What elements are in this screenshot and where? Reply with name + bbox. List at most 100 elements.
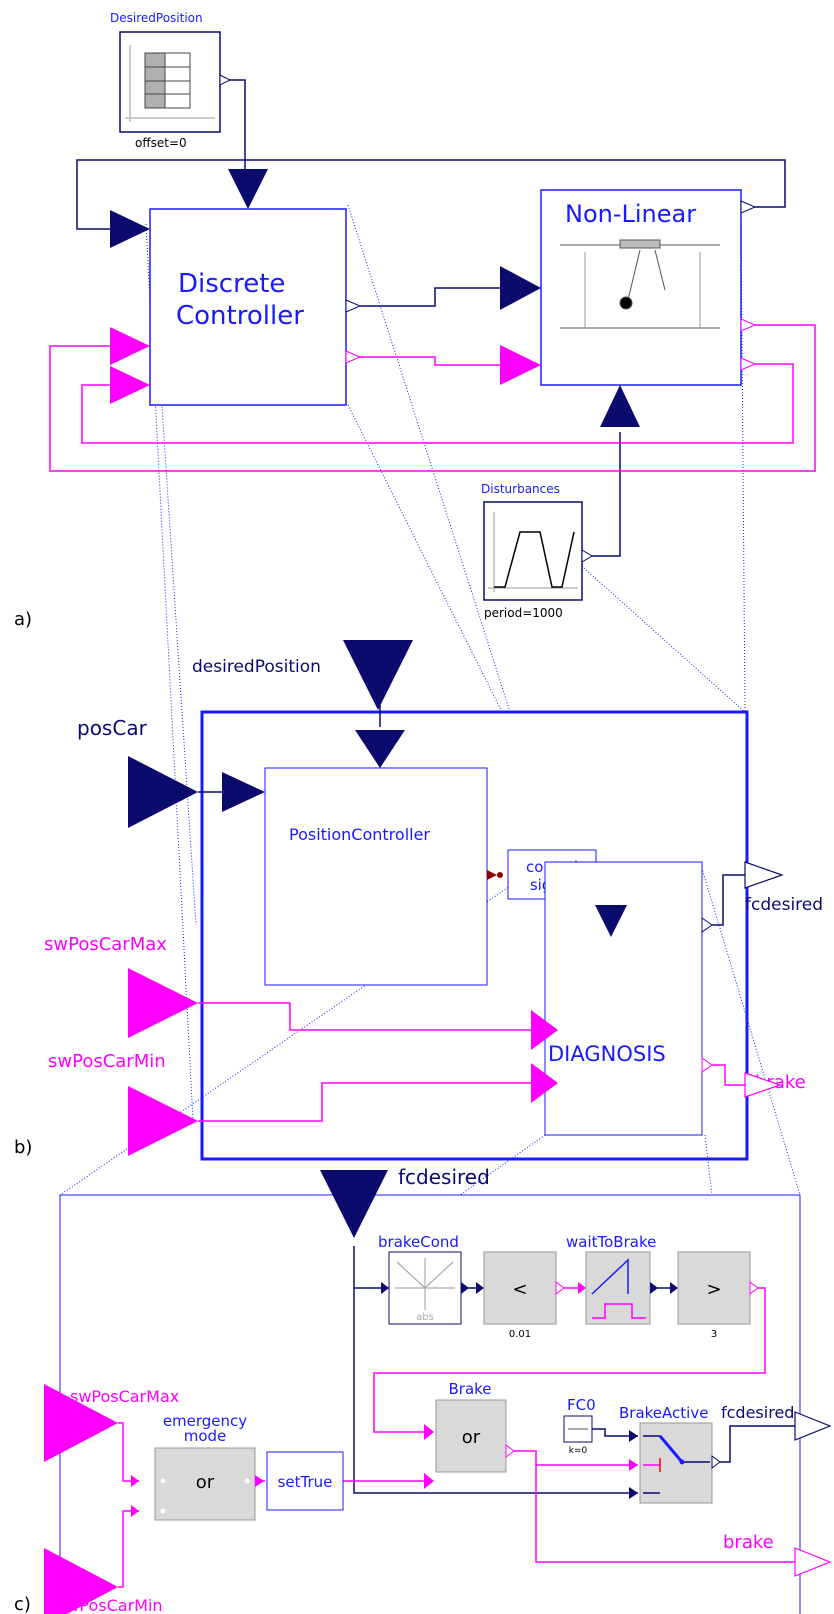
brake-active-title: BrakeActive xyxy=(619,1404,708,1422)
less-block[interactable] xyxy=(483,1251,557,1325)
greater-symbol: > xyxy=(706,1279,721,1300)
diagnosis-sw-max-port[interactable] xyxy=(531,1010,558,1050)
brake-or-input2-port[interactable] xyxy=(424,1473,434,1489)
non-linear-block[interactable] xyxy=(540,189,742,386)
brake-or-output-port[interactable] xyxy=(505,1444,515,1458)
desired-position-title: DesiredPosition xyxy=(110,11,203,25)
greater-output-port[interactable] xyxy=(749,1281,759,1295)
greater-input-port[interactable] xyxy=(670,1282,678,1294)
wait-to-brake-input-port[interactable] xyxy=(578,1282,586,1294)
less-param: 0.01 xyxy=(509,1329,531,1340)
fc-input-label: fcdesired xyxy=(398,1165,490,1189)
set-true-label: setTrue xyxy=(278,1473,333,1491)
brake-or-input1-port[interactable] xyxy=(424,1424,434,1440)
plant-schematic-icon xyxy=(560,239,720,329)
emergency-input1-port[interactable] xyxy=(131,1475,139,1487)
emergency-line2: mode xyxy=(184,1427,227,1445)
pos-car-label: posCar xyxy=(77,716,148,740)
fc-desired-input-port[interactable] xyxy=(320,1170,388,1238)
brake-active-switch-block[interactable] xyxy=(639,1422,713,1504)
pulse-wave-icon xyxy=(488,512,578,592)
connector-dot xyxy=(497,872,503,878)
plant-disturbance-input-port[interactable] xyxy=(600,385,640,427)
plant-position-output-port[interactable] xyxy=(740,200,757,214)
pos-car-input-port[interactable] xyxy=(128,756,198,828)
diagnosis-block[interactable] xyxy=(544,861,703,1136)
position-controller-left-port[interactable] xyxy=(222,772,265,812)
plant-brake-input-port[interactable] xyxy=(500,345,541,385)
discrete-controller-block[interactable] xyxy=(149,208,347,406)
diagnosis-top-port[interactable] xyxy=(595,905,627,937)
panel-a-magenta-wires xyxy=(49,324,816,472)
desired-position-input-port[interactable] xyxy=(343,640,413,710)
sw-min-input-port-c[interactable] xyxy=(44,1548,118,1614)
less-input-port[interactable] xyxy=(476,1282,484,1294)
position-controller-block[interactable] xyxy=(264,767,488,986)
sw-max-label: swPosCarMax xyxy=(44,934,167,955)
controller-brake-output-port[interactable] xyxy=(345,350,362,364)
position-controller-title: PositionController xyxy=(289,825,430,844)
switch-input3-port[interactable] xyxy=(629,1487,638,1499)
fc0-title: FC0 xyxy=(567,1396,596,1414)
controller-sw-min-input-port[interactable] xyxy=(110,366,150,404)
less-output-port[interactable] xyxy=(555,1281,565,1295)
controller-output-port[interactable] xyxy=(345,299,362,313)
controller-top-input-port[interactable] xyxy=(228,169,268,209)
desired-position-label: desiredPosition xyxy=(192,657,321,677)
panel-c: fcdesired brakeCond abs < 0.01 waitToBra… xyxy=(14,1165,832,1614)
switch-output-port[interactable] xyxy=(711,1455,721,1469)
switch-icon xyxy=(643,1435,710,1494)
desired-position-param: offset=0 xyxy=(135,136,187,150)
sw-max-label-c: swPosCarMax xyxy=(70,1387,179,1406)
desired-position-output-port[interactable] xyxy=(219,74,232,86)
section-label-a: a) xyxy=(14,609,32,630)
plant-sw-max-output-port[interactable] xyxy=(740,318,757,332)
panel-a-navy-wires xyxy=(76,79,786,557)
fc-output-label-c: fcdesired xyxy=(721,1403,794,1422)
non-linear-title: Non-Linear xyxy=(565,200,696,228)
diagnosis-fc-output-port[interactable] xyxy=(701,917,713,933)
greater-block[interactable] xyxy=(677,1251,751,1325)
diagnosis-sw-min-port[interactable] xyxy=(531,1063,558,1103)
greater-param: 3 xyxy=(711,1329,717,1340)
panel-b: desiredPosition posCar PositionControlle… xyxy=(14,640,823,1161)
sw-min-input-port[interactable] xyxy=(128,1086,198,1156)
controller-left-input-port[interactable] xyxy=(110,210,150,248)
sw-max-input-port[interactable] xyxy=(128,968,198,1038)
plant-force-input-port[interactable] xyxy=(500,266,541,310)
position-controller-top-port[interactable] xyxy=(355,730,405,768)
brake-cond-output-port[interactable] xyxy=(461,1282,469,1294)
section-label-c: c) xyxy=(14,1594,31,1614)
switch-condition-port[interactable] xyxy=(629,1459,638,1471)
wait-to-brake-block[interactable] xyxy=(585,1251,651,1325)
port-dot xyxy=(244,1478,250,1484)
position-controller-output-port[interactable] xyxy=(487,870,497,880)
sw-min-label-c: swPosCarMin xyxy=(58,1596,163,1614)
brake-or-block[interactable] xyxy=(435,1399,507,1473)
controller-sw-max-input-port[interactable] xyxy=(110,327,150,365)
fc-output-port[interactable] xyxy=(744,861,784,889)
brake-output-port-c[interactable] xyxy=(794,1547,832,1577)
disturbances-output-port[interactable] xyxy=(581,549,593,563)
brake-output-port[interactable] xyxy=(744,1072,782,1098)
diagnosis-brake-output-port[interactable] xyxy=(701,1057,713,1073)
emergency-output-port[interactable] xyxy=(255,1475,264,1487)
wait-to-brake-output-port[interactable] xyxy=(650,1282,658,1294)
section-label-b: b) xyxy=(14,1137,32,1158)
brake-output-label-c: brake xyxy=(723,1532,774,1553)
emergency-input2-port[interactable] xyxy=(131,1505,139,1517)
fc-output-port-c[interactable] xyxy=(794,1411,832,1441)
emergency-line1: emergency xyxy=(163,1412,247,1430)
sw-max-input-port-c[interactable] xyxy=(44,1384,118,1462)
emergency-mode-block[interactable] xyxy=(154,1447,256,1521)
plant-sw-min-output-port[interactable] xyxy=(740,357,757,371)
panel-b-magenta-wires xyxy=(198,1002,745,1122)
brake-cond-input-port[interactable] xyxy=(381,1282,389,1294)
disturbances-block[interactable] xyxy=(483,501,583,601)
disturbances-title: Disturbances xyxy=(481,482,560,496)
set-true-block[interactable] xyxy=(266,1451,344,1511)
switch-input1-port[interactable] xyxy=(629,1430,638,1442)
wait-to-brake-title: waitToBrake xyxy=(566,1233,656,1251)
table-icon xyxy=(125,45,215,122)
